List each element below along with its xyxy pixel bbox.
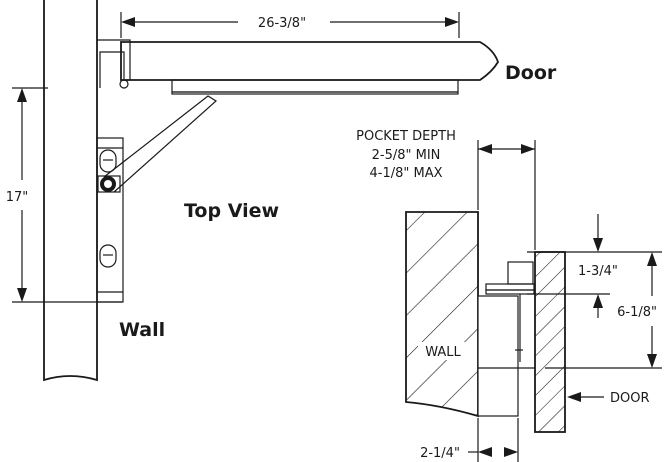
pocket-offset-dimension: 2-1/4" [420,446,460,461]
hinge-screw [119,79,129,89]
top-view: 26-3/8" 17" Door Top View Wall [6,0,557,382]
section-wall-label: WALL [425,345,461,360]
arm-height-dimension: 17" [6,190,29,205]
overall-height-dimension: 6-1/8" [617,305,657,320]
top-view-wall-column [43,0,98,382]
pocket-recess [477,295,519,417]
bracket-offset-dimension: 1-3/4" [578,264,618,279]
section-door-leaf [534,251,566,433]
section-door-label: DOOR [610,391,650,406]
section-wall-block [405,211,479,418]
door-label: Door [505,62,557,84]
door-slab [120,41,499,81]
pocket-depth-min: 2-5/8" MIN [372,148,441,163]
top-view-title: Top View [184,200,279,222]
pocket-depth-label: POCKET DEPTH [356,129,456,144]
wall-label: Wall [119,319,165,341]
section-view: POCKET DEPTH 2-5/8" MIN 4-1/8" MAX 1-3/4… [356,129,662,462]
section-bracket [507,261,534,285]
plate-slot-lower [99,244,117,268]
closer-body [171,79,459,93]
door-width-dimension: 26-3/8" [258,16,306,31]
closer-arm [103,95,217,193]
plate-slot-upper [99,149,117,173]
pocket-depth-max: 4-1/8" MAX [369,166,442,181]
mounting-plate [96,137,124,303]
